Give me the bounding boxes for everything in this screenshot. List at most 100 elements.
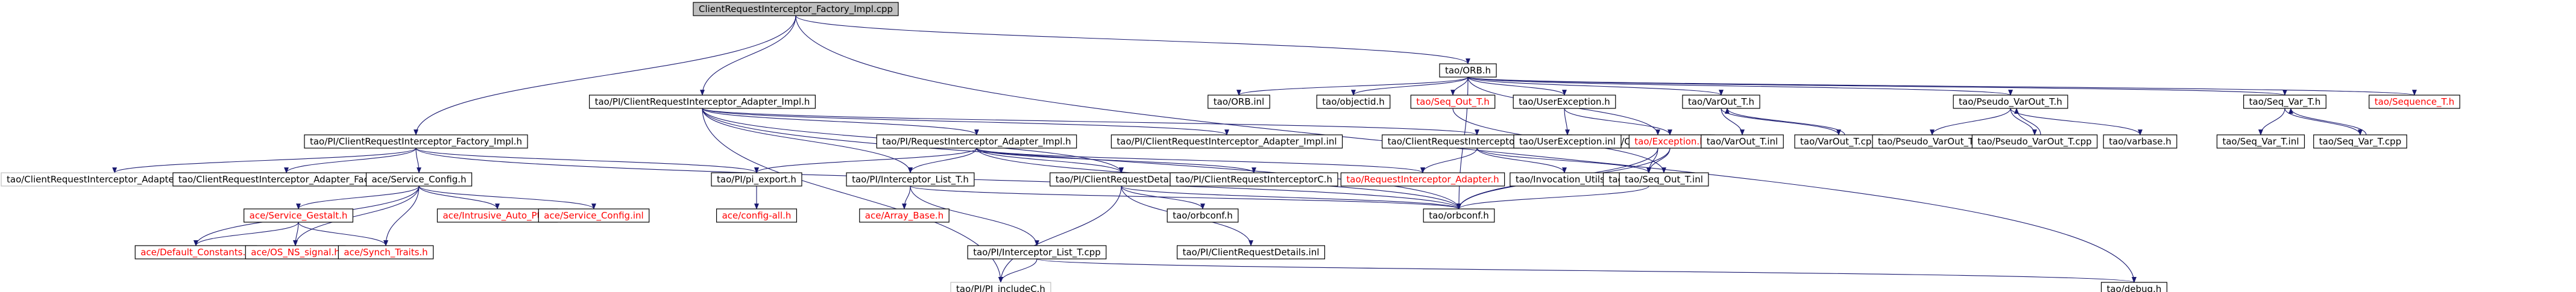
node-os-ns-signal-h[interactable]: ace/OS_NS_signal.h	[245, 245, 346, 259]
node-box	[1971, 134, 2098, 149]
node-pseudo-varout-t-inl[interactable]: tao/Pseudo_VarOut_T.inl	[1872, 134, 1992, 149]
edge-varout-t-cpp-to-varout-t-h	[1725, 108, 1845, 135]
edge-interceptor-list-t-h-to-orbconf-h	[910, 185, 1461, 210]
node-label: tao/PI/ClientRequestInterceptor_Factory_…	[310, 136, 522, 148]
node-cri-adapter-impl-h[interactable]: tao/PI/ClientRequestInterceptor_Adapter_…	[589, 95, 816, 109]
node-service-gestalt-h[interactable]: ace/Service_Gestalt.h	[244, 208, 353, 223]
node-interceptor-list-t-cpp[interactable]: tao/PI/Interceptor_List_T.cpp	[967, 245, 1107, 259]
edges-layer	[112, 15, 2417, 283]
node-user-exception-inl[interactable]: tao/UserException.inl	[1513, 134, 1622, 149]
node-box	[846, 172, 975, 187]
node-seq-var-t-cpp[interactable]: tao/Seq_Var_T.cpp	[2313, 134, 2407, 149]
node-box	[589, 95, 816, 109]
edge-service-config-h-to-service-config-inl	[418, 185, 596, 210]
node-varbase-h[interactable]: tao/varbase.h	[2103, 134, 2178, 149]
node-orbconf-h-pi[interactable]: tao/orbconf.h	[1167, 208, 1239, 223]
node-box	[244, 208, 353, 223]
node-label: ace/Intrusive_Auto_Ptr.h	[442, 210, 552, 222]
node-cri-adapter-impl-inl[interactable]: tao/PI/ClientRequestInterceptor_Adapter_…	[1110, 134, 1343, 149]
node-box	[365, 172, 473, 187]
node-array-base-h[interactable]: ace/Array_Base.h	[859, 208, 949, 223]
node-orb-inl[interactable]: tao/ORB.inl	[1208, 95, 1270, 109]
node-invocation-utils-h[interactable]: tao/Invocation_Utils.h	[1510, 172, 1619, 187]
node-seq-var-t-inl[interactable]: tao/Seq_Var_T.inl	[2216, 134, 2305, 149]
node-box	[1682, 95, 1760, 109]
node-cri-adapter-factory-tao[interactable]: tao/ClientRequestInterceptor_Adapter_Fac…	[1, 172, 228, 187]
node-pi-export-h[interactable]: tao/PI/pi_export.h	[711, 172, 802, 187]
node-client-request-details-inl[interactable]: tao/PI/ClientRequestDetails.inl	[1177, 245, 1325, 259]
node-ri-adapter-h[interactable]: tao/RequestInterceptor_Adapter.h	[1340, 172, 1505, 187]
node-box	[716, 208, 798, 223]
edge-cri-adapter-impl-h-to-cri-adapter-h	[702, 108, 1479, 135]
node-pi-includec-h[interactable]: tao/PI/PI_includeC.h	[950, 282, 1051, 292]
node-label: tao/ClientRequestInterceptor_Adapter_Fac…	[7, 174, 222, 185]
edge-seq-var-t-cpp-to-seq-var-t-h	[2288, 108, 2367, 135]
node-label: tao/Seq_Var_T.h	[2249, 96, 2321, 108]
node-label: tao/Seq_Out_T.inl	[1625, 174, 1703, 185]
node-label: ace/OS_NS_signal.h	[251, 247, 339, 258]
edge-orb-h-to-pseudo-varout-t-h	[1467, 76, 2013, 96]
node-ri-adapter-impl-h[interactable]: tao/PI/RequestInterceptor_Adapter_Impl.h	[876, 134, 1077, 149]
node-objectid-h[interactable]: tao/objectid.h	[1316, 95, 1391, 109]
node-config-all-h[interactable]: ace/config-all.h	[716, 208, 798, 223]
node-label: tao/PI/ClientRequestInterceptor_Adapter_…	[595, 96, 810, 108]
edge-interceptor-list-t-h-to-interceptor-list-t-cpp	[910, 185, 1039, 246]
edge-orb-h-to-user-exception-h	[1467, 76, 1567, 96]
node-pseudo-varout-t-h[interactable]: tao/Pseudo_VarOut_T.h	[1953, 95, 2068, 109]
node-label: tao/UserException.h	[1519, 96, 1610, 107]
node-pseudo-varout-t-cpp[interactable]: tao/Pseudo_VarOut_T.cpp	[1971, 134, 2098, 149]
edge-interceptor-list-t-h-to-array-base-h	[902, 185, 911, 210]
node-box	[2216, 134, 2305, 149]
node-service-config-h[interactable]: ace/Service_Config.h	[365, 172, 473, 187]
edge-seq-var-t-h-to-seq-var-t-inl	[2258, 108, 2285, 135]
node-box	[876, 134, 1077, 149]
node-box	[1110, 134, 1343, 149]
node-cri-adapter-factory-ace[interactable]: tao/ClientRequestInterceptor_Adapter_Fac…	[172, 172, 400, 187]
node-box	[711, 172, 802, 187]
node-box	[2100, 282, 2168, 292]
node-cri-factory-impl-h[interactable]: tao/PI/ClientRequestInterceptor_Factory_…	[304, 134, 528, 149]
node-seq-var-t-h[interactable]: tao/Seq_Var_T.h	[2243, 95, 2326, 109]
node-box	[538, 208, 650, 223]
node-box	[1423, 208, 1495, 223]
node-default-constants-h[interactable]: ace/Default_Constants.h	[134, 245, 257, 259]
node-box	[1177, 245, 1325, 259]
node-client-request-interceptorc-h[interactable]: tao/PI/ClientRequestInterceptorC.h	[1170, 172, 1338, 187]
node-seq-out-t-inl[interactable]: tao/Seq_Out_T.inl	[1619, 172, 1709, 187]
node-exception-h[interactable]: tao/Exception.h	[1628, 134, 1712, 149]
edge-service-config-h-to-synch-traits-h	[383, 185, 420, 246]
node-label: tao/Seq_Var_T.inl	[2222, 136, 2299, 148]
edge-root-to-orb-h	[795, 15, 1470, 64]
node-service-config-inl[interactable]: ace/Service_Config.inl	[538, 208, 650, 223]
node-debug-h[interactable]: tao/debug.h	[2100, 282, 2168, 292]
node-varout-t-h[interactable]: tao/VarOut_T.h	[1682, 95, 1760, 109]
node-user-exception-h[interactable]: tao/UserException.h	[1513, 95, 1616, 109]
node-label: ace/Service_Config.h	[371, 174, 466, 185]
node-label: tao/PI/ClientRequestDetails.h	[1056, 174, 1187, 185]
node-synch-traits-h[interactable]: ace/Synch_Traits.h	[338, 245, 434, 259]
edge-orb-h-to-orb-inl	[1236, 76, 1469, 96]
node-varout-t-inl[interactable]: tao/VarOut_T.inl	[1701, 134, 1784, 149]
node-label: tao/UserException.inl	[1519, 136, 1616, 147]
node-orb-h[interactable]: tao/ORB.h	[1439, 63, 1497, 78]
edge-client-request-details-h-to-pi-includec-h	[998, 185, 1122, 283]
edge-orb-h-to-objectid-h	[1351, 76, 1469, 96]
edge-service-config-h-to-intrusive-auto-ptr-h	[418, 185, 500, 210]
node-label: ace/Array_Base.h	[865, 210, 943, 222]
node-interceptor-list-t-h[interactable]: tao/PI/Interceptor_List_T.h	[846, 172, 975, 187]
node-client-request-details-h[interactable]: tao/PI/ClientRequestDetails.h	[1050, 172, 1193, 187]
node-orbconf-h[interactable]: tao/orbconf.h	[1423, 208, 1495, 223]
node-box	[2369, 95, 2460, 109]
edge-cri-adapter-h-to-ri-adapter-h	[1420, 148, 1478, 173]
edge-user-exception-h-to-user-exception-inl	[1564, 108, 1570, 135]
node-sequence-t-h[interactable]: tao/Sequence_T.h	[2369, 95, 2460, 109]
node-label: ace/Service_Config.inl	[544, 210, 643, 222]
node-seq-out-t-h[interactable]: tao/Seq_Out_T.h	[1410, 95, 1496, 109]
edge-client-request-details-h-to-orbconf-h	[1121, 185, 1461, 210]
node-label: tao/VarOut_T.h	[1688, 96, 1754, 108]
node-label: tao/orbconf.h	[1429, 210, 1489, 221]
edge-cri-factory-impl-h-to-pi-export-h	[415, 148, 759, 173]
node-varout-t-cpp[interactable]: tao/VarOut_T.cpp	[1794, 134, 1883, 149]
node-root[interactable]: ClientRequestInterceptor_Factory_Impl.cp…	[693, 2, 899, 16]
